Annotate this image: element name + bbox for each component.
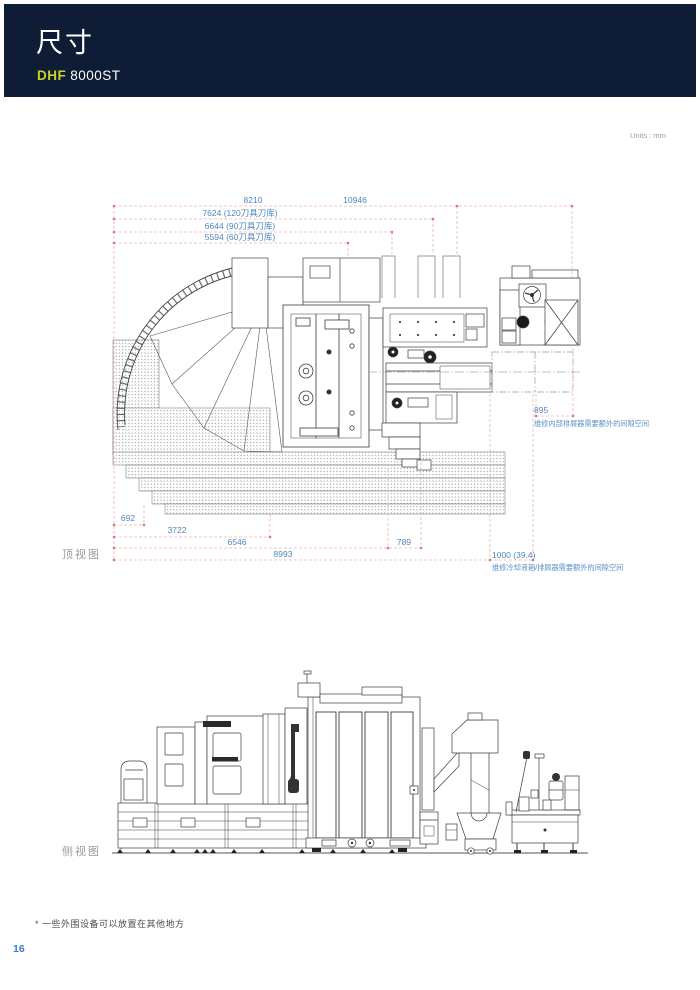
machine-logo-strip xyxy=(203,721,231,727)
top-view-label: 顶视图 xyxy=(62,549,101,561)
dim-3722: 3722 xyxy=(168,525,187,535)
coolant-unit-top xyxy=(499,265,581,346)
footnote: * 一些外围设备可以放置在其他地方 xyxy=(35,919,185,929)
model-number: 8000ST xyxy=(70,68,121,83)
machine-bed xyxy=(368,307,493,471)
leveling-feet xyxy=(117,849,395,853)
conveyor-clearance-note: 维修内部排屑器需要额外的间隙空间 xyxy=(534,419,649,428)
dim-8210: 8210 xyxy=(244,195,263,205)
dim-1000: 1000 (39.4) xyxy=(492,550,536,560)
brand-name: DHF xyxy=(37,68,67,83)
page-title: 尺寸 xyxy=(36,28,94,58)
tool-magazine-ring xyxy=(116,264,251,431)
spindle-head xyxy=(289,724,299,790)
top-view-drawing xyxy=(112,255,581,515)
dim-692: 692 xyxy=(121,513,135,523)
coolant-clearance-note: 维修冷却液箱/排屑器需要额外的间隙空间 xyxy=(492,563,623,572)
chip-conveyor xyxy=(419,712,502,855)
dim-atc120: 7624 (120刀具刀库) xyxy=(202,208,277,218)
side-view-label: 侧视图 xyxy=(62,846,101,858)
dim-8993: 8993 xyxy=(274,549,293,559)
dim-atc90: 6644 (90刀具刀库) xyxy=(205,221,276,231)
dim-10946: 10946 xyxy=(343,195,367,205)
machine-cabin xyxy=(156,707,308,805)
side-view-drawing xyxy=(112,670,588,855)
dimension-labels: 8210 10946 7624 (120刀具刀库) 6644 (90刀具刀库) … xyxy=(121,195,649,572)
dim-6546: 6546 xyxy=(228,537,247,547)
dimension-markers xyxy=(112,204,575,562)
dim-789: 789 xyxy=(397,537,411,547)
machine-column xyxy=(282,304,370,448)
page-number: 16 xyxy=(13,943,25,955)
dim-895: 895 xyxy=(534,405,548,415)
top-view-dimensions: 8210 10946 7624 (120刀具刀库) 6644 (90刀具刀库) … xyxy=(112,195,649,572)
machine-enclosure xyxy=(297,670,427,852)
hatched-platform xyxy=(112,339,506,515)
phantom-clearance-outline xyxy=(368,351,580,393)
magazine-option-brackets xyxy=(381,255,461,298)
dim-atc60: 5594 (60刀具刀库) xyxy=(205,232,276,242)
coolant-tank-side xyxy=(505,751,581,854)
dimension-lines xyxy=(113,205,574,561)
units-label: Units : mm xyxy=(630,131,666,140)
magazine-housing xyxy=(231,257,381,329)
